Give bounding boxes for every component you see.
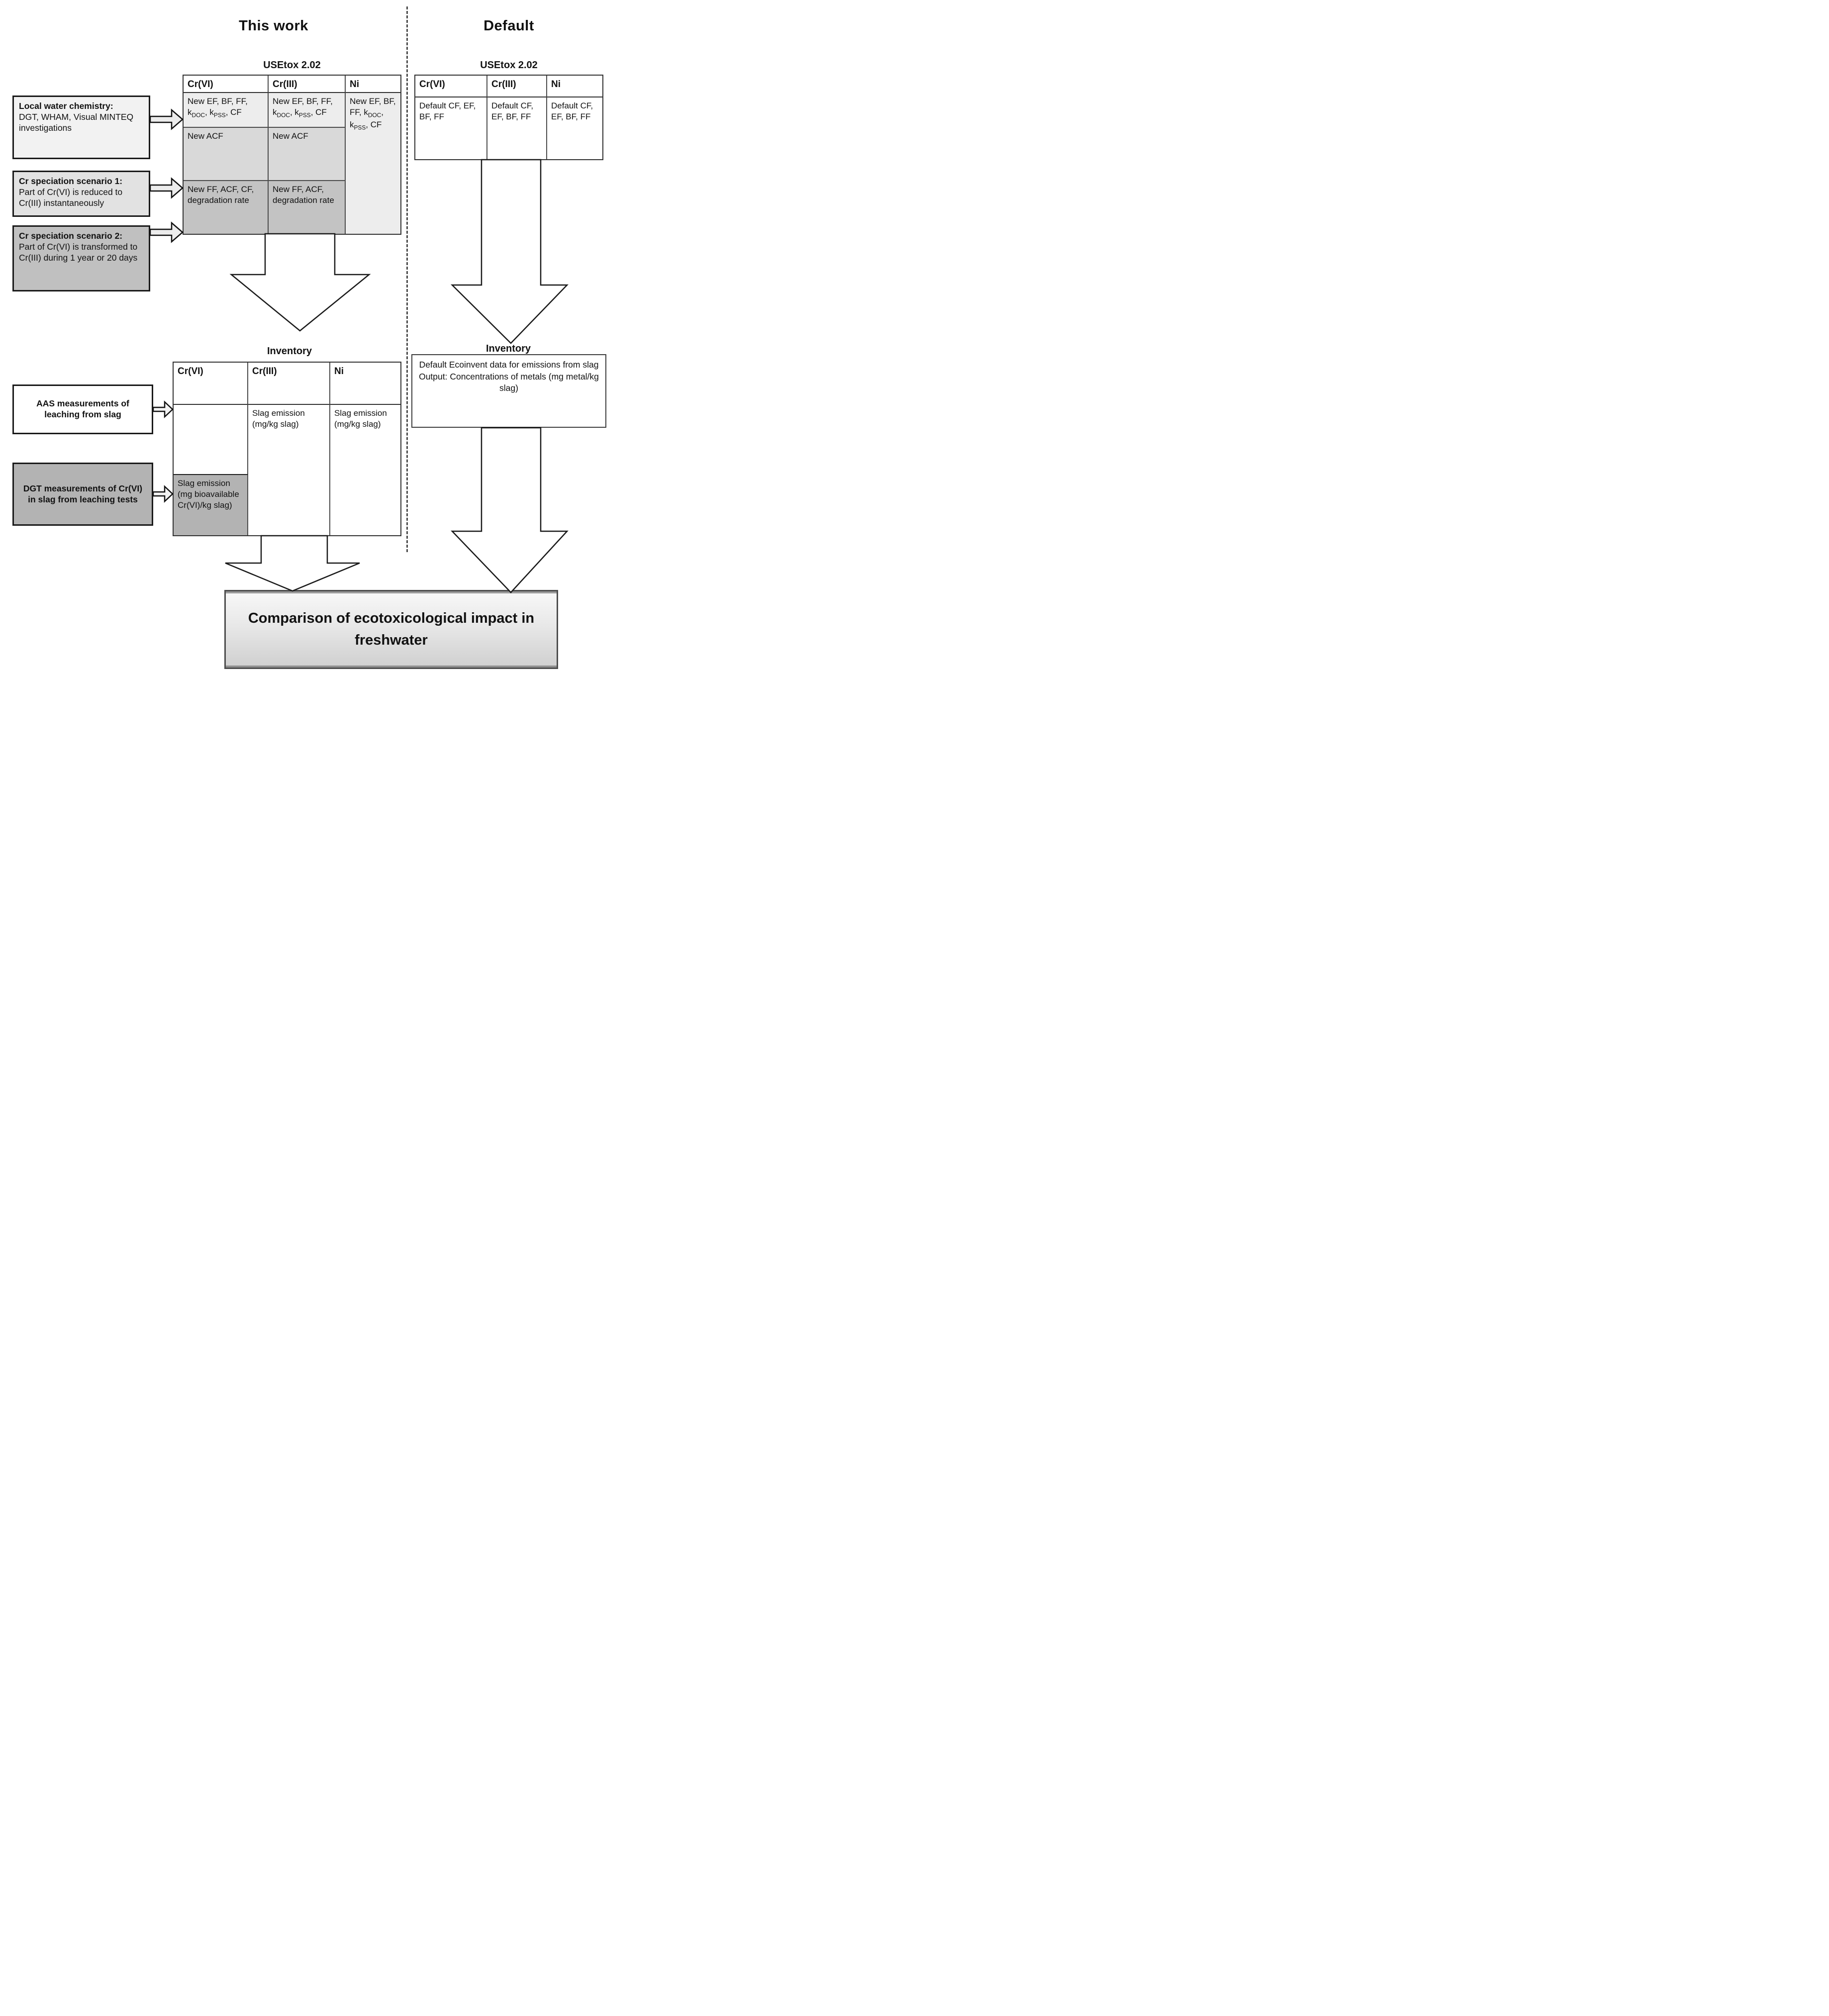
arrow-dgt-to-inventory (152, 485, 174, 503)
cell-cr3-new-ff: New FF, ACF, degradation rate (269, 180, 346, 234)
big-arrow-right-usetox-to-inventory (450, 159, 569, 344)
cell-cr6-new-factors: New EF, BF, FF, kDOC, kPSS, CF (184, 93, 269, 127)
box-dgt-measurements-body: DGT measurements of Cr(VI) in slag from … (23, 483, 143, 504)
cell-inv-cr6-dgt: Slag emission (mg bioavailable Cr(VI)/kg… (174, 474, 248, 535)
usetox-table-this-work: Cr(VI) Cr(III) Ni New EF, BF, FF, kDOC, … (183, 75, 401, 235)
cell-inv-cr3-slag: Slag emission (mg/kg slag) (248, 405, 330, 535)
conclusion-text: Comparison of ecotoxicological impact in… (248, 610, 535, 648)
cell-cr6-new-acf: New ACF (184, 127, 269, 180)
inventory-box-default-line2: Output: Concentrations of metals (mg met… (419, 371, 599, 393)
arrow-scenario1-to-table (149, 177, 184, 199)
usetox-left-header-ni: Ni (346, 76, 400, 93)
section-title-this-work: This work (239, 18, 308, 34)
box-aas-measurements: AAS measurements of leaching from slag (12, 384, 153, 434)
inventory-box-default: Default Ecoinvent data for emissions fro… (411, 354, 606, 428)
cell-default-cr3: Default CF, EF, BF, FF (487, 97, 547, 159)
box-local-water-chemistry-title: Local water chemistry: (19, 101, 113, 111)
arrow-scenario2-to-table (149, 221, 184, 243)
inventory-left-header-cr3: Cr(III) (248, 363, 330, 405)
cell-inv-ni-slag: Slag emission (mg/kg slag) (334, 408, 387, 429)
diagram-canvas: This work Default USEtox 2.02 USEtox 2.0… (0, 0, 610, 672)
cell-cr3-new-acf: New ACF (269, 127, 346, 180)
box-cr-scenario-1-title: Cr speciation scenario 1: (19, 176, 123, 186)
inventory-left-header-cr6: Cr(VI) (174, 363, 248, 405)
box-cr-scenario-1: Cr speciation scenario 1: Part of Cr(VI)… (12, 171, 150, 217)
usetox-label-right: USEtox 2.02 (480, 60, 538, 71)
arrows-layer (149, 108, 569, 593)
section-title-default: Default (483, 18, 534, 34)
box-cr-scenario-1-body: Part of Cr(VI) is reduced to Cr(III) ins… (19, 187, 123, 208)
box-cr-scenario-2-body: Part of Cr(VI) is transformed to Cr(III)… (19, 241, 138, 263)
big-arrow-left-usetox-to-inventory (229, 233, 371, 332)
cell-ni-new-factors: New EF, BF, FF, kDOC, kPSS, CF (346, 93, 400, 234)
cell-cr3-new-factors: New EF, BF, FF, kDOC, kPSS, CF (269, 93, 346, 127)
inventory-left-header-ni: Ni (330, 363, 400, 405)
dashed-divider (406, 6, 408, 552)
cell-default-ni: Default CF, EF, BF, FF (551, 101, 593, 122)
box-dgt-measurements: DGT measurements of Cr(VI) in slag from … (12, 463, 153, 526)
box-local-water-chemistry-body: DGT, WHAM, Visual MINTEQ investigations (19, 111, 134, 133)
arrow-water-chemistry-to-table (149, 108, 184, 130)
arrow-aas-to-inventory (152, 400, 174, 418)
usetox-right-header-cr6: Cr(VI) (415, 76, 487, 97)
inventory-table-this-work: Cr(VI) Cr(III) Ni Slag emission (mg bioa… (173, 362, 401, 536)
usetox-left-header-cr3: Cr(III) (269, 76, 346, 93)
usetox-left-header-cr6: Cr(VI) (184, 76, 269, 93)
box-aas-measurements-body: AAS measurements of leaching from slag (36, 398, 129, 419)
cell-default-cr6: Default CF, EF, BF, FF (415, 97, 487, 159)
box-local-water-chemistry: Local water chemistry: DGT, WHAM, Visual… (12, 96, 150, 159)
big-arrow-left-inventory-to-conclusion (225, 535, 360, 592)
box-cr-scenario-2-title: Cr speciation scenario 2: (19, 231, 123, 241)
usetox-right-header-cr3: Cr(III) (487, 76, 547, 97)
inventory-box-default-line1: Default Ecoinvent data for emissions fro… (419, 360, 599, 370)
inventory-label-right: Inventory (485, 343, 531, 354)
box-cr-scenario-2: Cr speciation scenario 2: Part of Cr(VI)… (12, 225, 150, 291)
usetox-label-left: USEtox 2.02 (263, 60, 321, 71)
inventory-label-left: Inventory (267, 346, 312, 357)
cell-inv-cr6-empty (174, 405, 248, 474)
conclusion-box: Comparison of ecotoxicological impact in… (224, 590, 558, 669)
usetox-table-default: Cr(VI) Cr(III) Ni Default CF, EF, BF, FF… (414, 75, 603, 160)
big-arrow-right-inventory-to-conclusion (451, 427, 569, 593)
cell-cr6-new-ff: New FF, ACF, CF, degradation rate (184, 180, 269, 234)
usetox-right-header-ni: Ni (547, 76, 602, 97)
